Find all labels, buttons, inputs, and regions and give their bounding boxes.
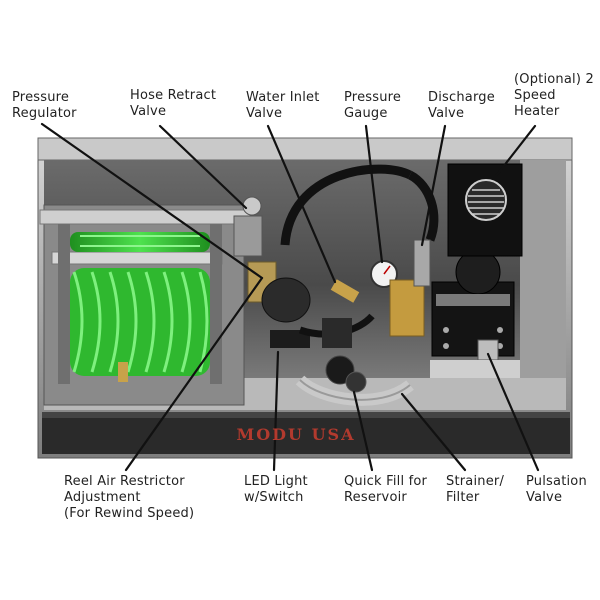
gauge-needle (383, 265, 391, 275)
label-strainer-filter: Strainer/ Filter (446, 474, 505, 505)
label-discharge-valve: Discharge Valve (428, 90, 495, 121)
leader-hose-retract-valve (158, 124, 248, 210)
led-light-box (270, 330, 310, 348)
pump-bolts (443, 327, 503, 349)
retract-gauge-knob (242, 196, 262, 216)
brand-logo: MODU USA (237, 425, 356, 444)
label-pressure-regulator: Pressure Regulator (12, 90, 77, 121)
label-reel-air-restrictor: Reel Air Restrictor Adjustment (For Rewi… (64, 474, 195, 521)
green-hose-coils (70, 232, 210, 376)
leader-water-inlet-valve (266, 124, 337, 284)
pulsation-valve-body (477, 339, 499, 361)
label-led-light: LED Light w/Switch (244, 474, 308, 505)
leader-reel-air-restrictor (124, 276, 264, 472)
brass-manifold (389, 279, 425, 337)
leader-pulsation-valve (486, 352, 540, 472)
leader-led-light (272, 350, 280, 472)
leader-quick-fill (352, 390, 374, 472)
restrictor-fitting (118, 362, 128, 382)
reel-right-plate (210, 224, 222, 384)
reel-top-bar (39, 209, 251, 225)
reel-mid-bar (51, 251, 223, 265)
retract-valve-body (233, 215, 263, 257)
reservoir-plumbing (295, 318, 414, 406)
leader-pressure-regulator (40, 122, 264, 280)
discharge-valve-body (413, 239, 431, 287)
base-strip (42, 412, 570, 454)
leader-speed-heater (494, 124, 537, 178)
leader-strainer-filter (400, 392, 467, 472)
pump-cap (455, 249, 501, 295)
water-inlet-valve (330, 279, 360, 303)
label-water-inlet-valve: Water Inlet Valve (246, 90, 320, 121)
regulator-dome (261, 277, 311, 323)
label-hose-retract-valve: Hose Retract Valve (130, 88, 217, 119)
label-speed-heater: (Optional) 2 Speed Heater (514, 72, 594, 119)
leader-lines (40, 122, 540, 472)
leader-pressure-gauge (364, 124, 384, 264)
label-quick-fill: Quick Fill for Reservoir (344, 474, 428, 505)
label-pulsation-valve: Pulsation Valve (526, 474, 587, 505)
pump-base (430, 360, 520, 378)
base-trim (42, 412, 570, 418)
cabinet-lid (37, 137, 573, 161)
label-pressure-gauge: Pressure Gauge (344, 90, 402, 121)
pump-chrome-top (436, 294, 510, 306)
reel-left-plate (58, 224, 70, 384)
heater-grille (468, 189, 504, 215)
right-panel (520, 160, 566, 410)
leader-discharge-valve (420, 124, 447, 247)
